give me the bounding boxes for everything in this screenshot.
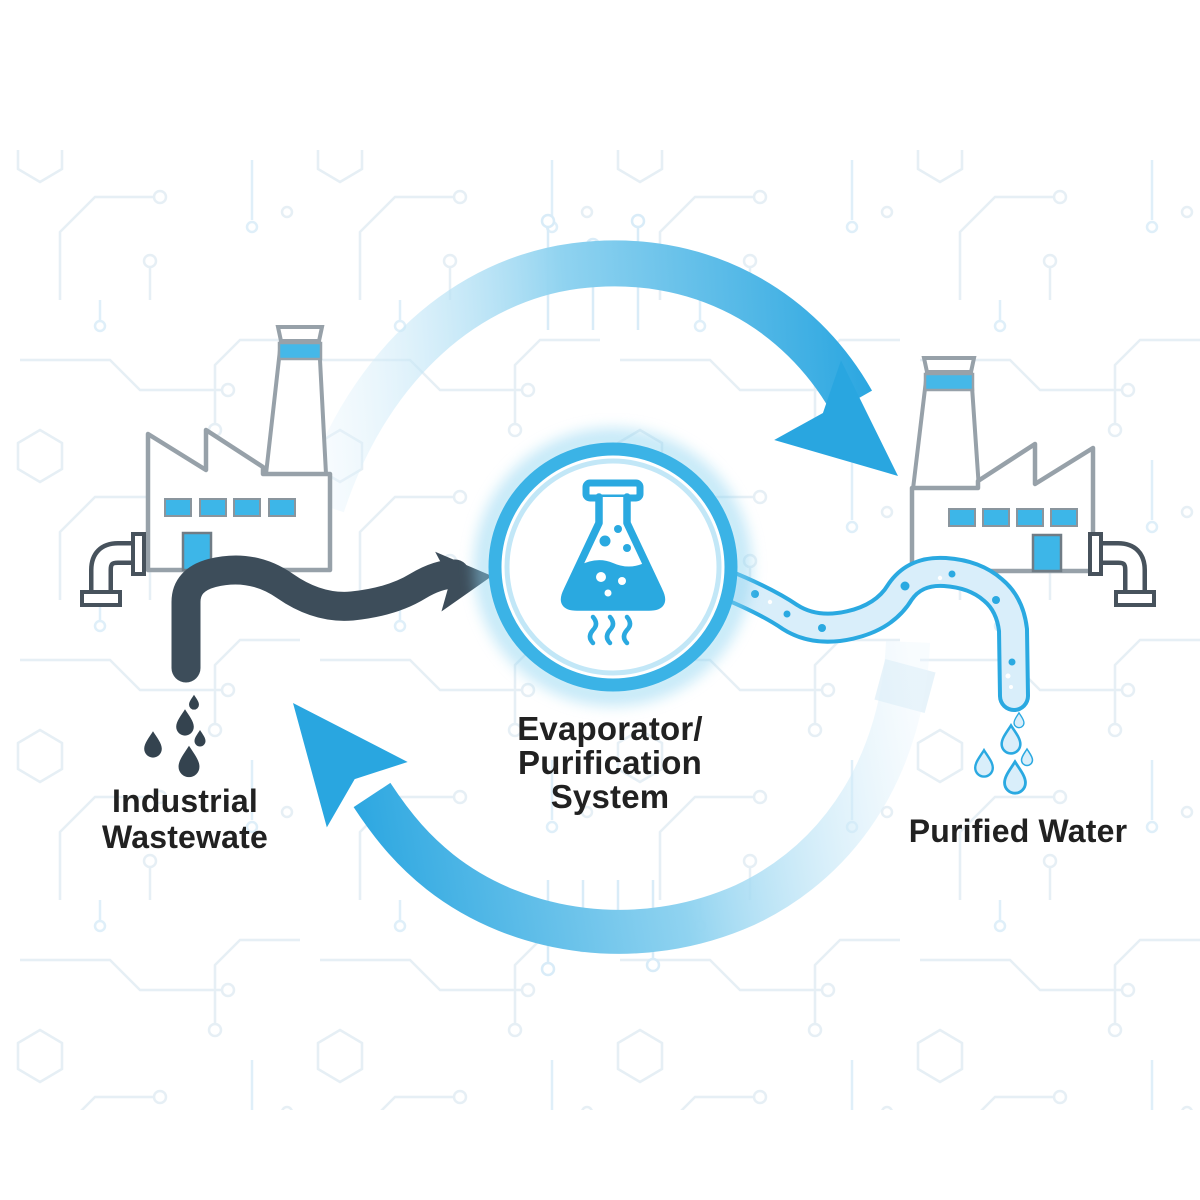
wastewater-arrow-icon [435,551,492,612]
label-line: Evaporator/ [517,710,703,747]
output-factory-icon [909,356,1156,607]
circle-glow [474,428,752,706]
wastewater-stream [144,551,492,778]
label-line: Purified Water [908,813,1128,849]
factory-windows [164,498,296,517]
flask-icon [560,479,666,611]
purified-stream [704,555,1034,795]
label-line: Wastewate [101,819,268,855]
recycle-arc-top-path [300,240,873,513]
recycle-arrow-icon [774,360,898,476]
label-industrial-wastewater: Industrial Wastewate [35,783,335,855]
stream-highlights [767,575,1013,689]
recycle-arrow-icon [293,703,408,828]
label-line: Industrial [111,783,258,819]
purification-system-node [474,428,752,706]
flask-bubbles [599,525,631,552]
pipe-icon [80,532,146,607]
label-evaporator-purification-system: Evaporator/ Purification System [460,712,760,814]
flask-liquid-bubbles [596,572,626,597]
recycle-arc-bottom-path [353,640,930,954]
recycle-arc-top [300,240,898,513]
chimney [263,325,329,476]
label-line: Purification [518,744,702,781]
stream-bubbles [751,570,1016,666]
factory-windows [948,508,1078,527]
heat-waves-icon [587,614,633,646]
chimney [910,356,982,491]
pipe-icon [1088,532,1156,607]
flask-liquid [563,560,663,606]
factory-door [1031,533,1063,573]
recycle-arc-bottom [293,640,930,954]
source-factory-icon [80,325,333,607]
label-purified-water: Purified Water [868,813,1168,849]
label-line: System [550,778,670,815]
